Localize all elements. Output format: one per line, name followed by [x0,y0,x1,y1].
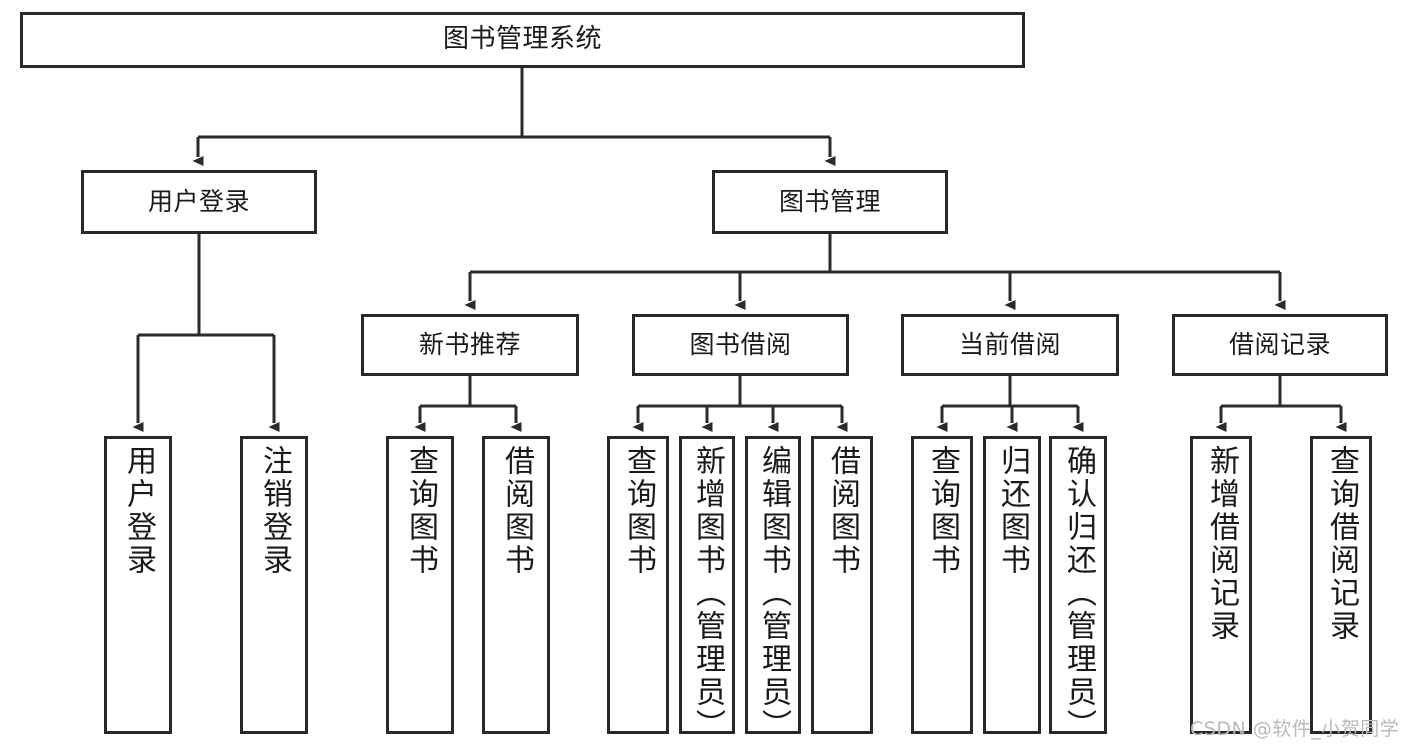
connector-bookmanage-to-level3 [464,234,1286,310]
node-leaf-query-book-rec[interactable]: 查询图书 [386,436,454,734]
node-leaf-borrow-book-rec-label: 借阅图书 [499,445,534,577]
node-leaf-query-book-rec-label: 查询图书 [403,445,438,577]
node-leaf-borrow-book[interactable]: 借阅图书 [811,436,873,734]
node-leaf-user-logout-label: 注销登录 [257,445,292,577]
connector-currentborrow-to-leaves [936,376,1084,432]
connector-borrowrecord-to-leaves [1215,376,1347,432]
node-leaf-query-book-cur-label: 查询图书 [925,445,960,577]
node-new-book-rec[interactable]: 新书推荐 [361,314,579,376]
node-book-borrow-label: 图书借阅 [689,329,792,359]
watermark-text: CSDN @软件_小贺同学 [1190,718,1400,740]
node-leaf-user-logout[interactable]: 注销登录 [240,436,308,734]
node-leaf-return-book[interactable]: 归还图书 [983,436,1041,734]
node-leaf-query-record-label: 查询借阅记录 [1324,445,1359,643]
node-leaf-return-book-label: 归还图书 [995,445,1030,577]
node-leaf-query-book-borrow-label: 查询图书 [621,445,656,577]
node-user-login[interactable]: 用户登录 [81,170,317,234]
node-leaf-confirm-return[interactable]: 确认归还（管理员） [1049,436,1107,742]
node-user-login-label: 用户登录 [147,186,250,216]
node-root-label: 图书管理系统 [442,24,602,55]
node-root[interactable]: 图书管理系统 [20,12,1025,68]
node-leaf-user-login-label: 用户登录 [121,445,156,577]
node-leaf-borrow-book-rec[interactable]: 借阅图书 [482,436,550,734]
node-leaf-add-record[interactable]: 新增借阅记录 [1190,436,1252,734]
connector-root-to-level2 [192,68,836,166]
node-leaf-query-book-cur[interactable]: 查询图书 [911,436,973,734]
node-book-manage[interactable]: 图书管理 [712,170,948,234]
node-book-borrow[interactable]: 图书借阅 [632,314,849,376]
node-leaf-add-book[interactable]: 新增图书（管理员） [679,436,735,742]
node-leaf-edit-book-label: 编辑图书（管理员） [756,445,791,742]
node-borrow-record[interactable]: 借阅记录 [1172,314,1388,376]
connector-newbookrec-to-leaves [414,376,522,432]
node-new-book-rec-label: 新书推荐 [418,329,521,359]
node-leaf-add-record-label: 新增借阅记录 [1204,445,1239,643]
node-leaf-add-book-label: 新增图书（管理员） [690,445,725,742]
node-leaf-confirm-return-label: 确认归还（管理员） [1061,445,1096,742]
node-current-borrow-label: 当前借阅 [958,329,1061,359]
connector-userlogin-to-leaves [132,234,280,432]
node-leaf-borrow-book-label: 借阅图书 [825,445,860,577]
node-leaf-edit-book[interactable]: 编辑图书（管理员） [745,436,801,742]
node-current-borrow[interactable]: 当前借阅 [901,314,1119,376]
node-leaf-query-book-borrow[interactable]: 查询图书 [607,436,669,734]
node-borrow-record-label: 借阅记录 [1228,329,1331,359]
connector-bookborrow-to-leaves [632,376,848,432]
node-leaf-query-record[interactable]: 查询借阅记录 [1310,436,1372,734]
node-leaf-user-login[interactable]: 用户登录 [104,436,172,734]
node-book-manage-label: 图书管理 [778,186,881,216]
